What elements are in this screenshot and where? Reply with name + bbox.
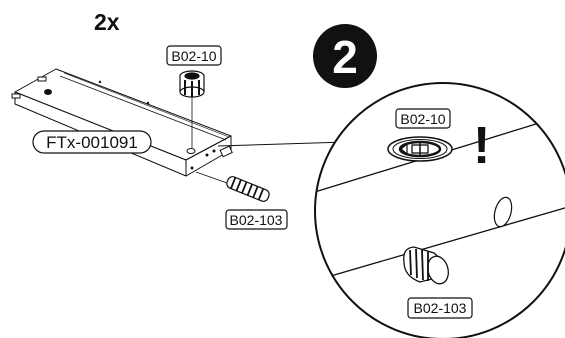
edge-hole: [212, 149, 216, 153]
step-badge: 2: [313, 24, 377, 88]
detail-cam-lock-callout: B02-10: [395, 108, 451, 129]
detail-cam-lock: [387, 136, 453, 162]
panel-pin-hole: [146, 101, 150, 105]
panel-end-pegs: [11, 76, 47, 99]
dowel-part: [226, 176, 270, 202]
detail-cam-lock-label: B02-10: [400, 111, 445, 127]
dowel-label: B02-103: [230, 212, 283, 228]
detail-contents: [315, 111, 565, 285]
dowel-insert-guide: [195, 171, 228, 184]
panel-label: FTx-001091: [46, 133, 138, 152]
panel-hole-filled: [44, 89, 52, 95]
quantity-label: 2x: [94, 9, 120, 35]
detail-dowel-hole: [493, 196, 513, 228]
panel-groove: [59, 75, 227, 141]
dowel-callout: B02-103: [225, 209, 288, 230]
cam-lock-callout: B02-10: [166, 45, 222, 66]
cam-lock-label: B02-10: [171, 48, 216, 64]
cam-lock-part: [179, 70, 205, 98]
detail-panel-edge-bottom: [315, 204, 565, 283]
edge-hole: [190, 166, 194, 170]
end-pin: [219, 145, 233, 158]
edge-hole: [205, 153, 209, 157]
detail-leader-line: [217, 141, 347, 147]
warning-exclamation: !: [473, 117, 490, 175]
step-number: 2: [332, 31, 358, 83]
detail-dowel-callout: B02-103: [407, 297, 473, 319]
step-badge-circle: [313, 24, 377, 88]
panel-callout: FTx-001091: [32, 130, 152, 154]
panel-pin-hole: [98, 80, 102, 84]
detail-circle: [314, 82, 565, 338]
panel-groove-2: [63, 72, 230, 138]
cam-hole: [186, 148, 196, 154]
detail-dowel: [403, 246, 449, 285]
end-peg: [37, 76, 47, 82]
end-peg: [11, 93, 21, 99]
detail-dowel-label: B02-103: [414, 300, 467, 316]
